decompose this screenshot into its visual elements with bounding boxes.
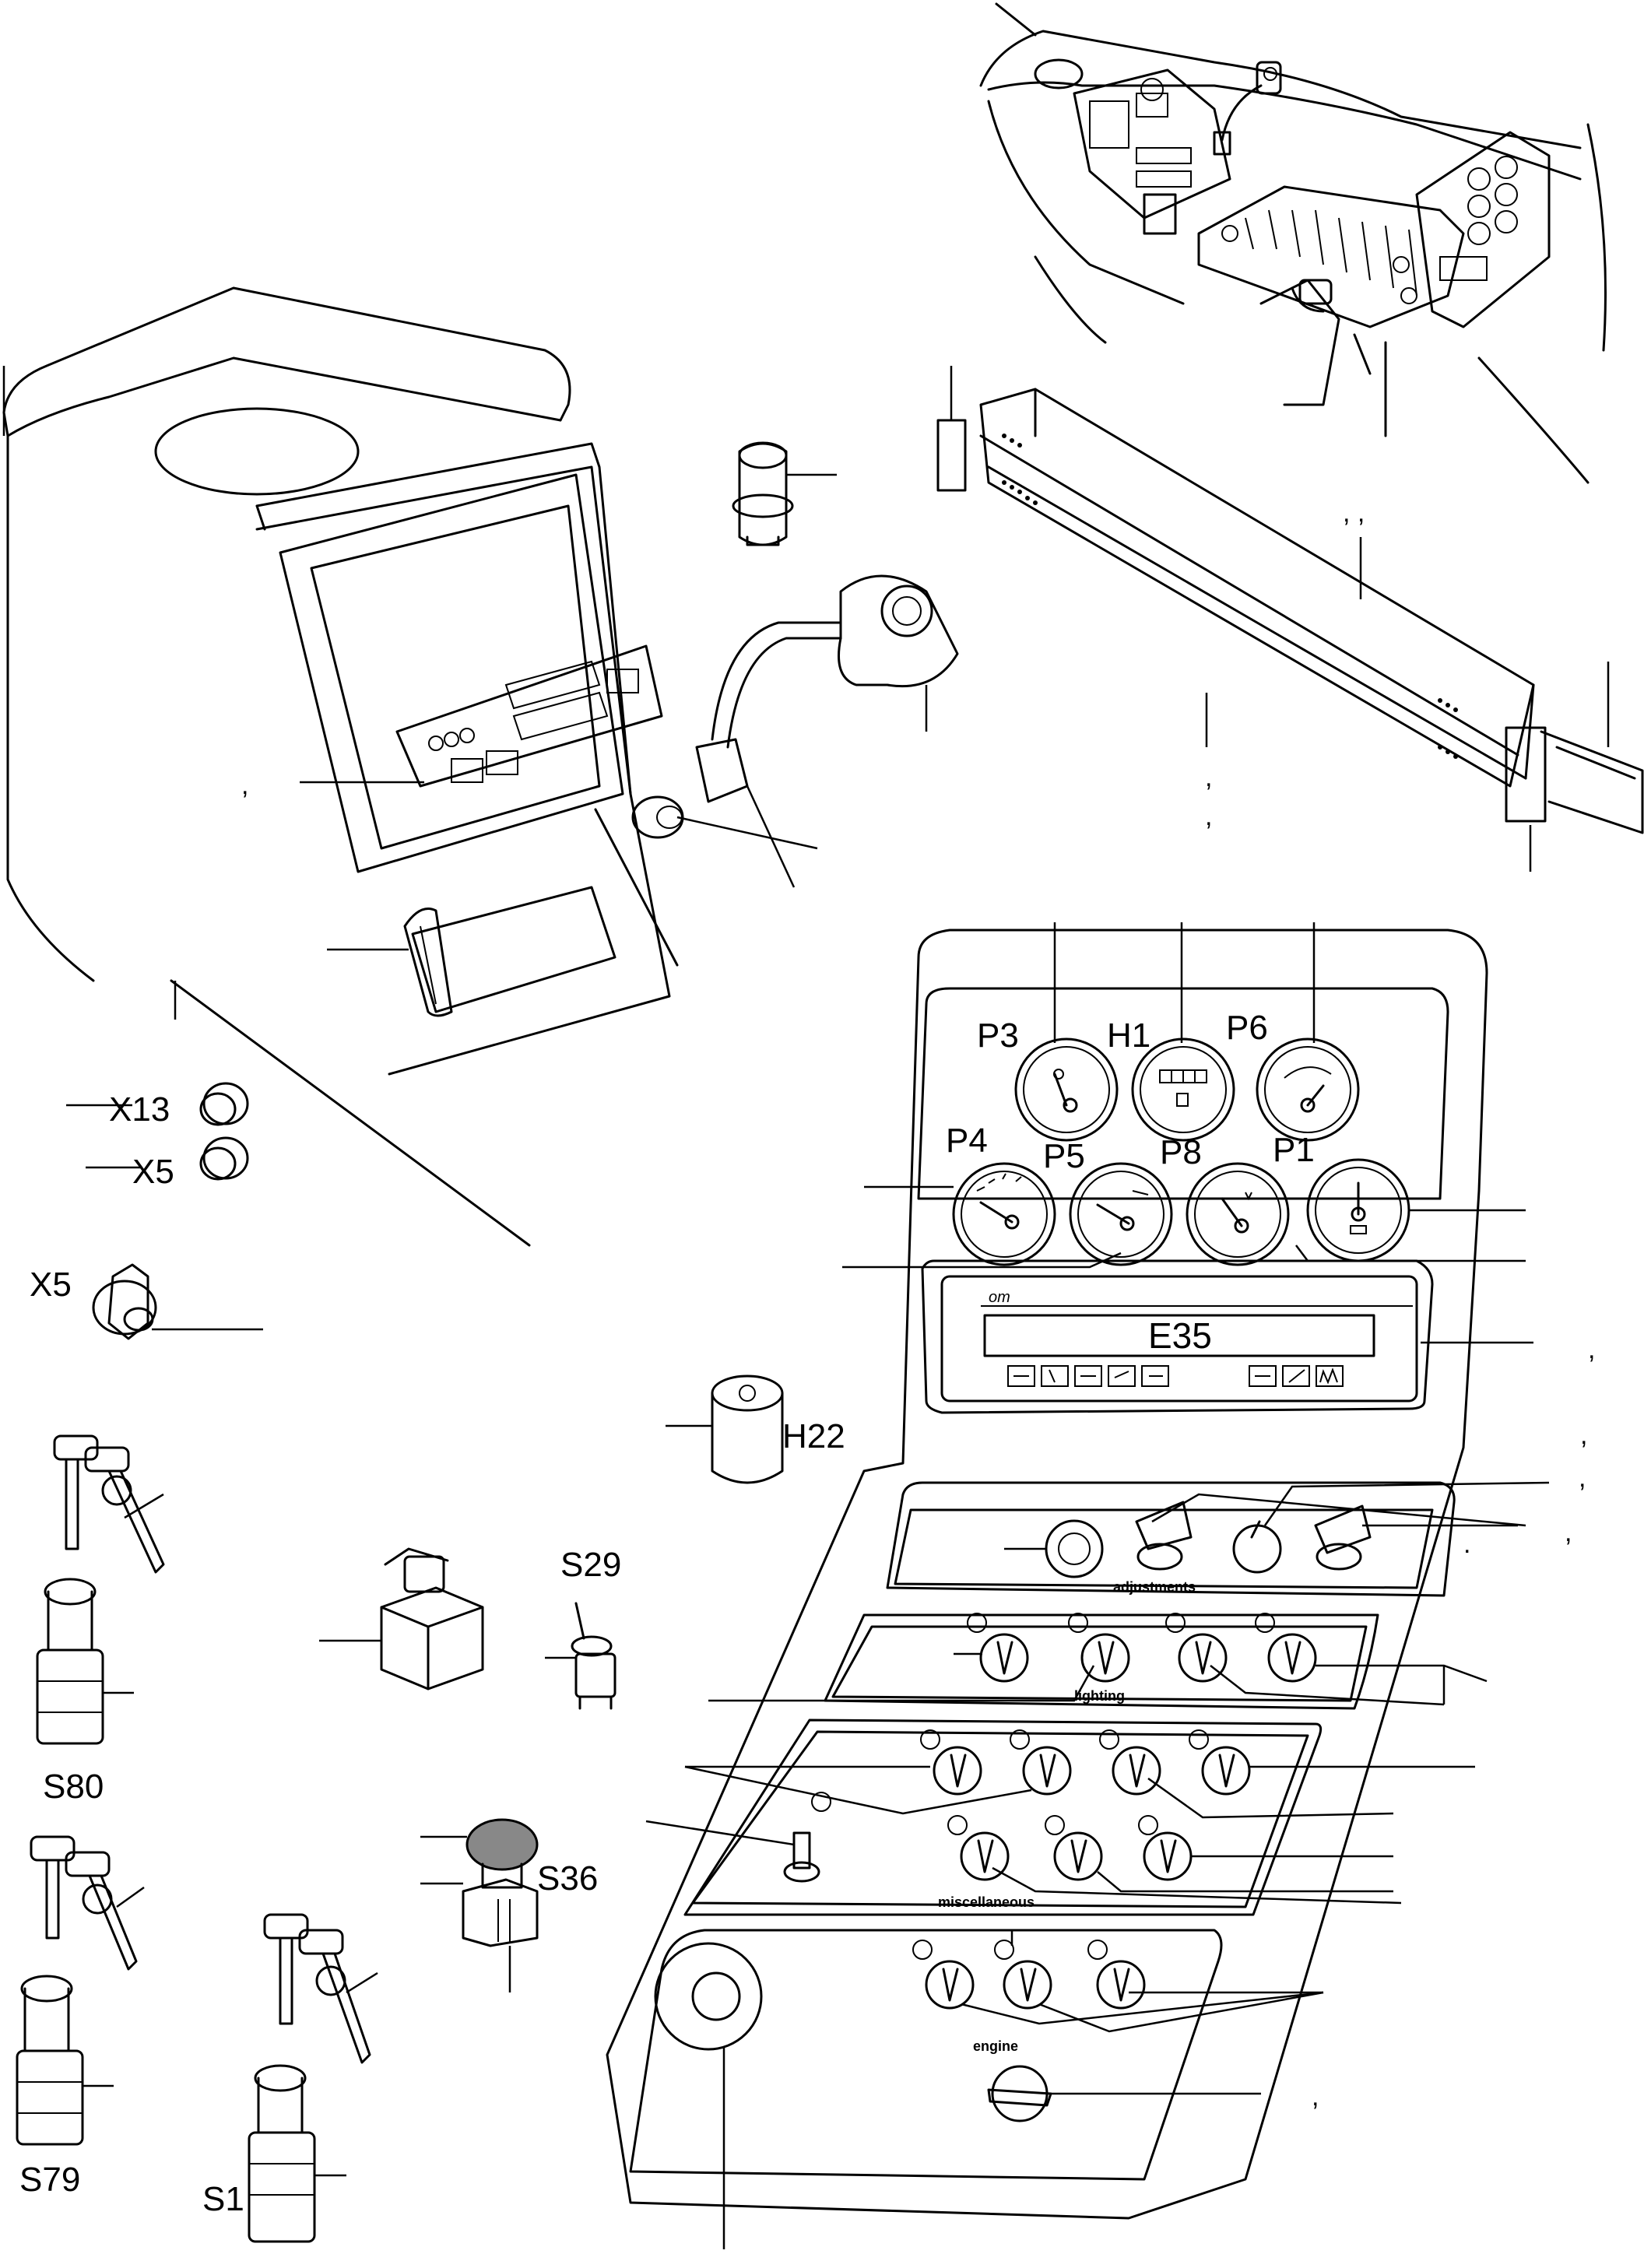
gauge-p5: [1069, 1162, 1173, 1266]
adjustments-panel: [886, 1481, 1550, 1597]
comma-mark: , ,: [1343, 498, 1365, 528]
terminal-block-rail: [936, 366, 1644, 872]
engine-panel: [629, 1929, 1324, 2249]
label-p8: P8: [1160, 1133, 1202, 1171]
gauge-p6: [1256, 1037, 1360, 1142]
gauge-p4: [952, 1162, 1056, 1266]
display-button-row: [1007, 1365, 1344, 1387]
display-brand: om: [989, 1289, 1010, 1306]
key-set-icon: [263, 1913, 378, 2064]
comma-mark: ,: [1579, 1463, 1586, 1493]
label-e35: E35: [1148, 1315, 1212, 1356]
rotary-switch-icon: [319, 1547, 484, 1690]
work-lamp-icon: [695, 574, 959, 888]
comma-mark: ,: [1588, 1335, 1595, 1364]
console-housing: [2, 286, 679, 1247]
connector-x5-cap: [86, 1136, 249, 1181]
label-s1: S1: [202, 2180, 244, 2218]
toggle-switch-s29: [545, 1602, 616, 1710]
label-p5: P5: [1043, 1137, 1085, 1175]
key-switch-s79: [16, 1975, 114, 2146]
comma-mark: ,: [1565, 1518, 1572, 1547]
label-h1: H1: [1107, 1016, 1150, 1055]
key-set-icon: [30, 1835, 145, 1971]
label-h22: H22: [782, 1417, 845, 1455]
label-x13: X13: [109, 1090, 170, 1129]
control-panel: om: [606, 922, 1533, 2220]
section-engine: engine: [973, 2038, 1018, 2054]
gauge-p8: [1186, 1162, 1290, 1266]
comma-mark: ,: [1312, 2082, 1319, 2112]
label-p3: P3: [977, 1016, 1019, 1055]
connector-x5-socket: [92, 1263, 263, 1340]
label-x5: X5: [132, 1153, 174, 1191]
key-set-icon: [53, 1434, 165, 1574]
gauge-h1: [1131, 1037, 1235, 1142]
comma-mark: ,: [241, 771, 248, 800]
gauge-p1: [1306, 1158, 1410, 1262]
label-x5-socket: X5: [30, 1266, 72, 1304]
comma-mark: ,: [1205, 802, 1212, 831]
label-p4: P4: [946, 1122, 988, 1160]
section-lighting: lighting: [1074, 1688, 1125, 1704]
gauge-p3: [1014, 1037, 1119, 1142]
push-button-s36: [420, 1818, 539, 1992]
label-p6: P6: [1226, 1009, 1268, 1047]
section-adjustments: adjustments: [1113, 1579, 1196, 1595]
cab-dashboard-illustration: [979, 2, 1607, 484]
connector-x13: [66, 1082, 249, 1126]
label-s36: S36: [537, 1859, 598, 1898]
key-switch-s1: [248, 2064, 346, 2243]
lighting-panel: [708, 1613, 1488, 1710]
label-s80: S80: [43, 1768, 104, 1806]
buzzer-h22: [666, 1374, 784, 1484]
miscellaneous-panel: [645, 1719, 1475, 1916]
key-switch-s80: [36, 1578, 134, 1745]
label-s29: S29: [560, 1546, 621, 1584]
plug-icon: [631, 795, 818, 850]
comma-mark: ,: [1205, 763, 1212, 792]
comma-mark: ,: [1580, 1420, 1587, 1450]
label-p1: P1: [1273, 1131, 1315, 1169]
section-miscellaneous: miscellaneous: [938, 1894, 1035, 1910]
period-mark: .: [1463, 1529, 1470, 1559]
label-s79: S79: [19, 2161, 80, 2199]
cigarette-lighter-icon: [732, 441, 837, 546]
